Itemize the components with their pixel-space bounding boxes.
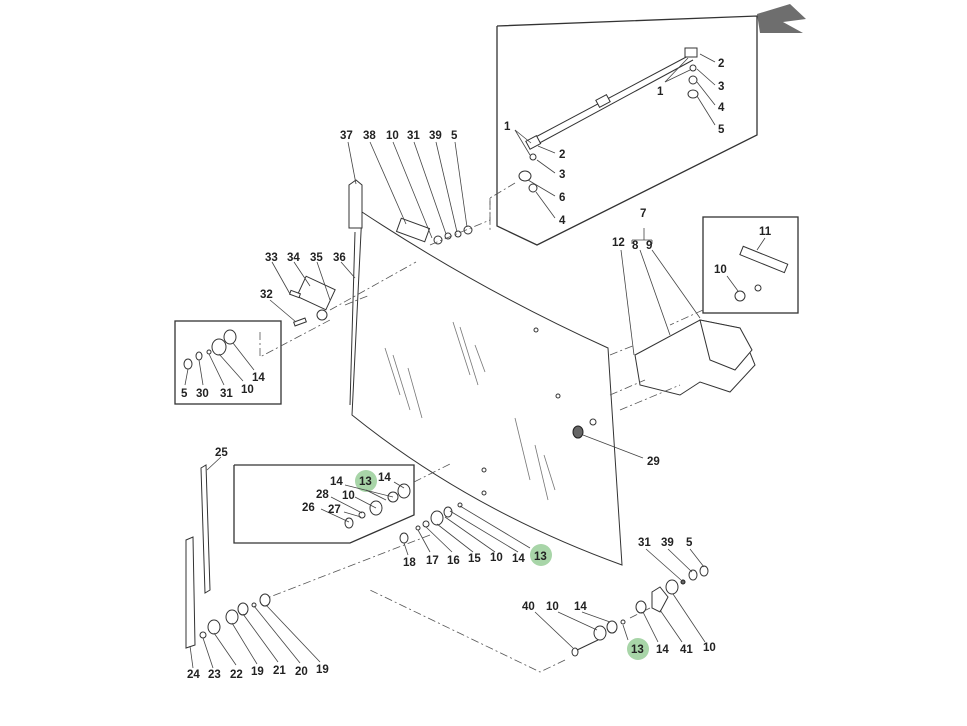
callout-label: 41 bbox=[680, 644, 693, 656]
callout-label: 1 bbox=[504, 121, 511, 133]
callout-label: 20 bbox=[295, 666, 308, 678]
callout-label: 10 bbox=[386, 130, 399, 142]
callout-label: 7 bbox=[640, 208, 646, 220]
callout-label: 13 bbox=[534, 551, 547, 563]
callout-label: 6 bbox=[559, 192, 565, 204]
callout-label: 10 bbox=[490, 552, 503, 564]
callout-label: 40 bbox=[522, 601, 535, 613]
callout-label: 13 bbox=[631, 644, 644, 656]
strut-upper-end bbox=[684, 47, 698, 58]
callout-label: 10 bbox=[714, 264, 727, 276]
callout-label: 28 bbox=[316, 489, 329, 501]
highlight-part-13-pivot[interactable] bbox=[530, 544, 552, 566]
callout-label: 5 bbox=[181, 388, 188, 400]
callout-label: 9 bbox=[646, 240, 652, 252]
right-bracket-parts bbox=[609, 319, 756, 411]
callout-label: 18 bbox=[403, 557, 416, 569]
callout-label: 34 bbox=[287, 252, 300, 264]
callout-label: 35 bbox=[310, 252, 323, 264]
view-direction-arrow-icon bbox=[757, 4, 806, 33]
leader-lines bbox=[184, 53, 766, 669]
callout-label: 14 bbox=[574, 601, 587, 613]
callout-label: 24 bbox=[187, 669, 200, 681]
callout-label: 30 bbox=[196, 388, 209, 400]
top-hinge-parts bbox=[348, 179, 491, 246]
callout-label: 39 bbox=[661, 537, 674, 549]
callout-label: 31 bbox=[638, 537, 651, 549]
callout-label: 4 bbox=[718, 102, 725, 114]
callout-label: 14 bbox=[656, 644, 669, 656]
callout-label: 1 bbox=[657, 86, 664, 98]
callout-label: 2 bbox=[559, 149, 565, 161]
callout-label: 5 bbox=[451, 130, 458, 142]
callout-label: 19 bbox=[316, 664, 329, 676]
callout-label: 15 bbox=[468, 553, 481, 565]
callout-label: 5 bbox=[718, 124, 725, 136]
bottom-right-parts bbox=[369, 565, 709, 673]
callout-label: 11 bbox=[759, 226, 772, 238]
callout-label: 37 bbox=[340, 130, 353, 142]
callout-label: 32 bbox=[260, 289, 273, 301]
callout-label: 14 bbox=[330, 476, 343, 488]
right-inset bbox=[669, 216, 799, 326]
callout-label: 2 bbox=[718, 58, 724, 70]
callout-label: 14 bbox=[252, 372, 265, 384]
callout-label: 10 bbox=[342, 490, 355, 502]
callout-label: 23 bbox=[208, 669, 221, 681]
callout-label: 39 bbox=[429, 130, 442, 142]
callout-label: 29 bbox=[647, 456, 660, 468]
strut-lower-end bbox=[525, 134, 542, 150]
callout-label: 25 bbox=[215, 447, 228, 459]
callout-label: 31 bbox=[220, 388, 233, 400]
windscreen-glass bbox=[349, 211, 623, 566]
callout-label: 5 bbox=[686, 537, 693, 549]
callout-label: 3 bbox=[718, 81, 724, 93]
callout-label: 4 bbox=[559, 215, 566, 227]
callout-label: 14 bbox=[512, 553, 525, 565]
callout-label: 16 bbox=[447, 555, 460, 567]
callout-label: 10 bbox=[241, 384, 254, 396]
callout-label: 27 bbox=[328, 504, 341, 516]
callout-label: 36 bbox=[333, 252, 346, 264]
callout-label: 19 bbox=[251, 666, 264, 678]
left-latch-parts bbox=[288, 261, 417, 327]
callout-label: 12 bbox=[612, 237, 625, 249]
callout-label: 13 bbox=[359, 476, 372, 488]
callout-labels: 2 1 3 4 5 1 2 3 6 4 37 38 10 31 39 5 33 … bbox=[181, 58, 772, 681]
callout-label: 38 bbox=[363, 130, 376, 142]
callout-label: 3 bbox=[559, 169, 565, 181]
callout-label: 33 bbox=[265, 252, 278, 264]
callout-label: 21 bbox=[273, 665, 286, 677]
callout-label: 10 bbox=[703, 642, 716, 654]
highlight-part-13-lower-inset[interactable] bbox=[355, 470, 377, 492]
left-inset bbox=[174, 319, 331, 405]
callout-label: 8 bbox=[632, 240, 639, 252]
callout-label: 14 bbox=[378, 472, 391, 484]
grommet-part-29 bbox=[572, 418, 644, 459]
callout-label: 17 bbox=[426, 555, 439, 567]
highlight-part-13-bottom-right[interactable] bbox=[627, 638, 649, 660]
wiper-arm-parts bbox=[185, 464, 271, 649]
lower-inset bbox=[233, 463, 451, 544]
gas-strut-inset bbox=[489, 15, 758, 246]
callout-label: 22 bbox=[230, 669, 243, 681]
callout-label: 31 bbox=[407, 130, 420, 142]
callout-label: 26 bbox=[302, 502, 315, 514]
callout-label: 10 bbox=[546, 601, 559, 613]
